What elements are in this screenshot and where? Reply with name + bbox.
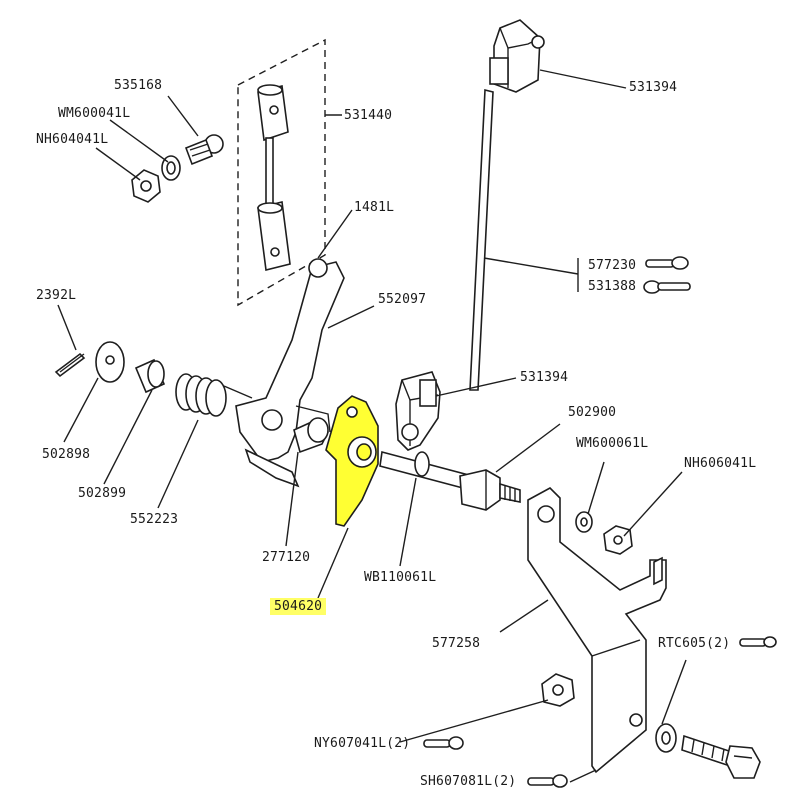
- part-label-wm600061l: WM600061L: [576, 436, 649, 451]
- pin-icon: [423, 736, 464, 750]
- part-label-2392l: 2392L: [36, 288, 77, 303]
- part-label-552223: 552223: [130, 512, 179, 527]
- part-label-502899: 502899: [78, 486, 127, 501]
- bracket-hardware: [575, 511, 633, 555]
- part-label-wm600041l: WM600041L: [58, 106, 131, 121]
- cotter-pin-icon: [59, 353, 85, 373]
- linkage-rod-group: [237, 38, 326, 307]
- part-label-sh607081l: SH607081L(2): [420, 774, 517, 789]
- part-label-1481l: 1481L: [354, 200, 395, 215]
- part-label-nh604041l: NH604041L: [36, 132, 109, 147]
- bracket: [527, 487, 667, 774]
- part-label-577258: 577258: [432, 636, 481, 651]
- fastener-icons: [59, 256, 777, 788]
- part-label-502898: 502898: [42, 447, 91, 462]
- shaft-assembly: [379, 450, 521, 511]
- pin-icon: [645, 256, 689, 270]
- bushing: [293, 417, 329, 454]
- part-label-531394-top: 531394: [629, 80, 678, 95]
- part-label-nh606041l: NH606041L: [684, 456, 757, 471]
- part-label-277120: 277120: [262, 550, 311, 565]
- part-label-504620-highlighted: 504620: [270, 598, 327, 615]
- part-label-wb110061l: WB110061L: [364, 570, 437, 585]
- left-hardware: [54, 341, 166, 394]
- part-label-552097: 552097: [378, 292, 427, 307]
- part-label-531388: 531388: [588, 279, 637, 294]
- lever: [235, 258, 345, 488]
- leader-lines: [57, 69, 687, 783]
- highlighted-plate: [325, 395, 379, 527]
- part-label-ny607041l: NY607041L(2): [314, 736, 411, 751]
- part-label-rtc605: RTC605(2): [658, 636, 731, 651]
- pin-icon: [527, 774, 568, 788]
- part-label-531440: 531440: [344, 108, 393, 123]
- part-label-535168: 535168: [114, 78, 163, 93]
- pin-icon: [739, 636, 777, 648]
- ball-stud-assembly: [131, 134, 224, 203]
- pin-icon: [643, 280, 691, 294]
- spring: [175, 373, 253, 417]
- control-rod: [395, 19, 545, 451]
- part-label-502900: 502900: [568, 405, 617, 420]
- part-label-531394-mid: 531394: [520, 370, 569, 385]
- part-label-577230: 577230: [588, 258, 637, 273]
- bottom-hardware: [541, 673, 761, 779]
